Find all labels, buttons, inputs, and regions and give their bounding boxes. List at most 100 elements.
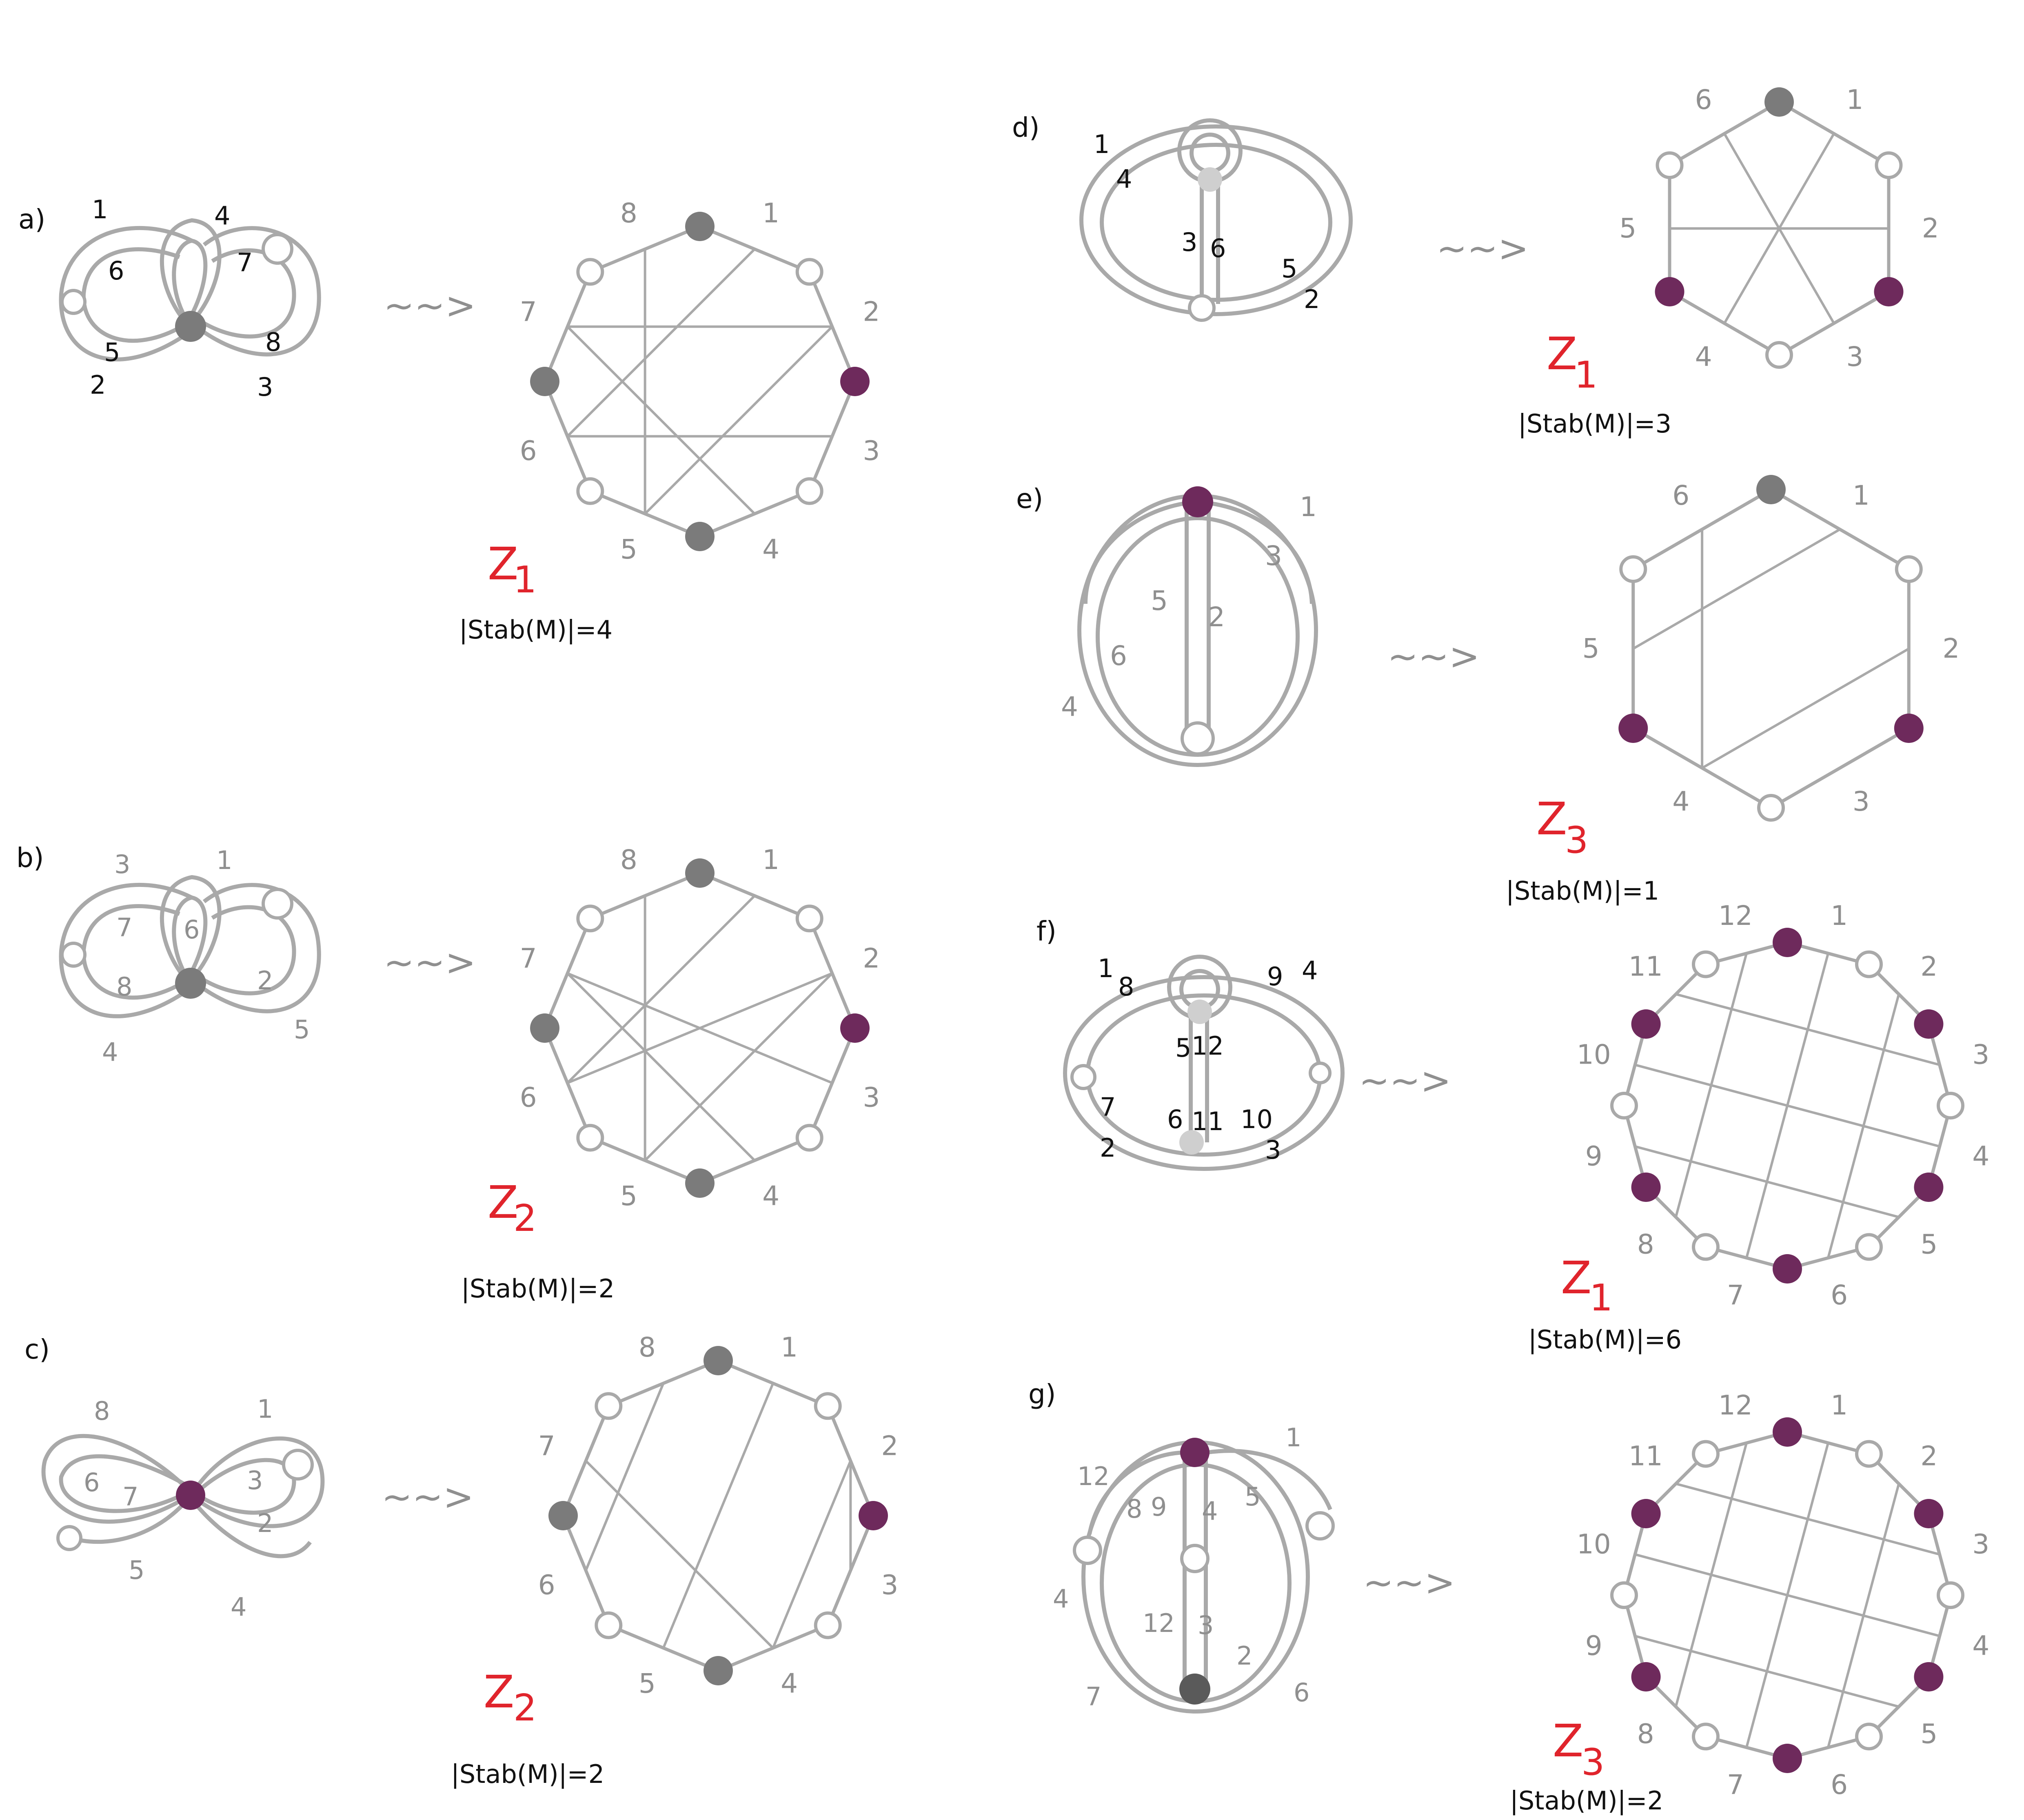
- polygon-edge-label: 10: [1577, 1039, 1611, 1070]
- surface-labels-e: 1 3 5 2 6 4: [1061, 491, 1317, 723]
- surface-label: 12: [1077, 1461, 1110, 1491]
- polygon-edge-label: 3: [881, 1570, 898, 1601]
- polygon-vertex: [1773, 928, 1802, 957]
- polygon-edge-label: 7: [538, 1430, 555, 1461]
- polygon-vertex: [576, 1124, 604, 1152]
- symmetry-base-e: Z: [1536, 793, 1567, 845]
- surface-label: 4: [214, 201, 230, 231]
- polygon-edge-label: 3: [1972, 1039, 1989, 1070]
- surface-label: 6: [84, 1468, 100, 1497]
- polygon-edge-label: 1: [762, 197, 779, 229]
- chord-line: [644, 326, 833, 515]
- surface-labels-g: 12 1 8 9 4 5 12 3 2 4 7 6: [1053, 1423, 1309, 1711]
- polygon-edge-label: 2: [1942, 633, 1960, 664]
- polygon-vertex: [1937, 1581, 1964, 1609]
- polygon-vertex: [1855, 1440, 1883, 1468]
- chord-line: [662, 1383, 775, 1649]
- surface-label: 6: [1110, 640, 1127, 672]
- panel-tag-d: d): [1012, 112, 1040, 143]
- polygon-vertex: [1692, 950, 1720, 978]
- symmetry-index-a: 1: [513, 559, 537, 601]
- polygon-edge-label: 12: [1718, 1390, 1753, 1421]
- surface-vertex: [175, 968, 206, 999]
- polygon-vertex: [1656, 151, 1684, 179]
- surface-label: 3: [1265, 1135, 1281, 1165]
- surface-label: 5: [129, 1555, 144, 1585]
- polygon-edge-label: 1: [762, 844, 779, 876]
- polygon-edge-label: 2: [1920, 1441, 1937, 1472]
- chord-line: [1745, 953, 1829, 1258]
- surface-label: 5: [1245, 1482, 1261, 1512]
- surface-label: 4: [1202, 1496, 1218, 1526]
- chord-line: [772, 1460, 852, 1649]
- polygon-vertex: [685, 522, 715, 551]
- polygon-edge-label: 6: [520, 1082, 537, 1113]
- polygon-vertex: [595, 1392, 623, 1420]
- surface-labels-c: 8 1 6 7 3 2 5 4: [84, 1394, 273, 1622]
- surface-vertex: [1070, 1064, 1096, 1090]
- surface-label: 6: [108, 256, 124, 286]
- surface-label: 5: [104, 337, 120, 367]
- polygon-edge-label: 6: [1831, 1279, 1848, 1311]
- surface-label: 2: [1236, 1641, 1252, 1671]
- polygon-edge-label: 6: [520, 435, 537, 467]
- surface-label: 3: [247, 1465, 263, 1495]
- polygon-vertex: [1765, 341, 1793, 369]
- surface-vertex: [56, 1525, 82, 1551]
- symmetry-base-b: Z: [488, 1176, 518, 1228]
- polygon-vertex: [1914, 1662, 1944, 1691]
- polygon-vertex: [576, 477, 604, 505]
- surface-label: 7: [1085, 1682, 1101, 1711]
- chord-line: [1723, 133, 1835, 324]
- polygon-edge-label: 11: [1629, 951, 1663, 982]
- surface-vertex: [60, 289, 87, 315]
- surface-label: 5: [1151, 585, 1168, 616]
- surface-label: 11: [1192, 1106, 1224, 1136]
- surface-label: 5: [1175, 1033, 1191, 1063]
- polygon-vertex: [859, 1501, 888, 1530]
- polygon-vertex: [685, 858, 715, 888]
- panel-g: g) 12 1 8 9 4 5 12 3 2 4 7 6 ~~>: [1028, 1379, 1989, 1816]
- surface-label: 6: [184, 915, 200, 944]
- chord-line: [1674, 1443, 1748, 1707]
- symmetry-base-g: Z: [1553, 1715, 1583, 1767]
- symmetry-index-f: 1: [1589, 1277, 1613, 1319]
- polygon-vertex: [1914, 1499, 1944, 1528]
- polygon-vertex: [795, 477, 823, 505]
- polygon-edge-label: 4: [781, 1668, 798, 1699]
- polygon-vertex: [1692, 1440, 1720, 1468]
- surface-vertex: [1188, 294, 1216, 322]
- surface-label: 5: [1281, 254, 1297, 284]
- surface-vertex: [1180, 1438, 1210, 1467]
- surface-vertex: [176, 1481, 205, 1510]
- stab-g: |Stab(M)|=2: [1510, 1786, 1663, 1816]
- arrow-f: ~~>: [1359, 1060, 1451, 1102]
- polygon-edge-label: 2: [863, 296, 880, 327]
- surface-label: 3: [114, 849, 130, 879]
- surface-vertex: [175, 311, 206, 342]
- surface-label: 9: [1267, 962, 1283, 991]
- chord-line: [566, 248, 756, 437]
- surface-labels-a: 1 4 6 7 5 8 2 3: [90, 195, 281, 402]
- surface-label: 10: [1241, 1104, 1273, 1134]
- surface-diagram-a: [59, 218, 321, 361]
- arrow-c: ~~>: [382, 1476, 474, 1519]
- polygon-edge-label: 6: [1695, 84, 1712, 115]
- polygon-vertex: [795, 258, 823, 286]
- polygon-edge-label: 8: [639, 1332, 656, 1363]
- polygon-edge-label: 8: [620, 844, 637, 876]
- surface-vertex: [1073, 1536, 1102, 1565]
- polygon-vertex: [840, 1013, 870, 1043]
- polygon-vertex: [576, 904, 604, 933]
- polygon-edge-label: 12: [1718, 900, 1753, 931]
- polygon-vertex: [595, 1611, 623, 1639]
- polygon-vertex: [1914, 1173, 1944, 1202]
